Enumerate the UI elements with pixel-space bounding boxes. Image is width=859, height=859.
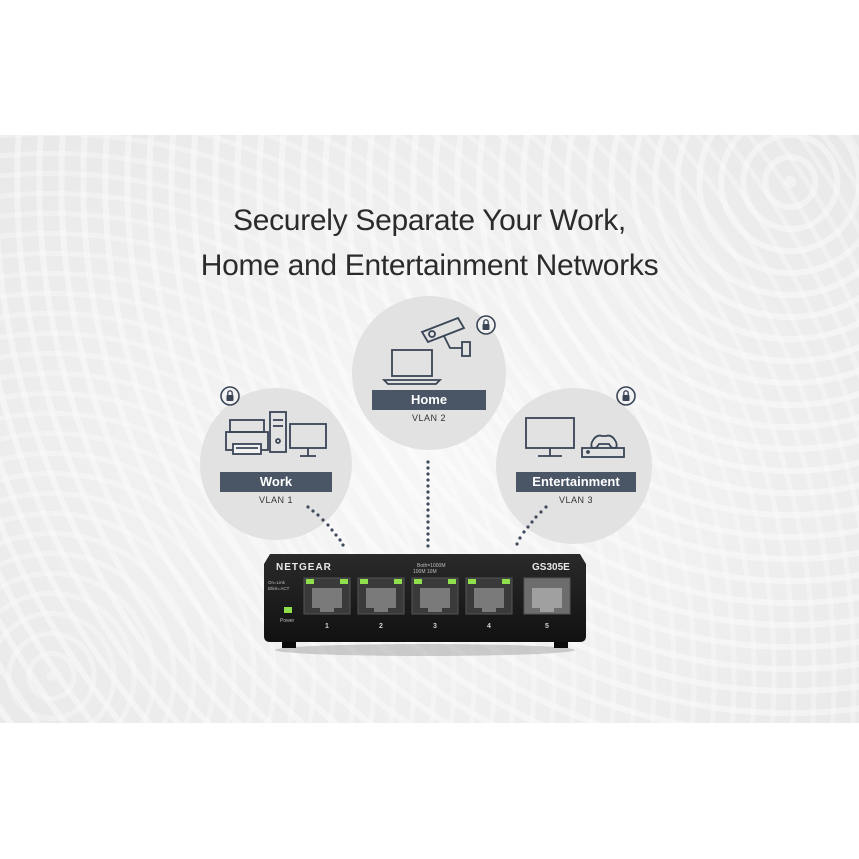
port-1[interactable]: 1: [303, 577, 351, 630]
lock-icon: [616, 386, 636, 406]
security-camera-icon: [420, 316, 471, 357]
home-icons: [381, 315, 496, 385]
led-legend-2: Blink=ACT: [268, 586, 290, 591]
work-icons: [220, 386, 327, 457]
laptop-icon: [381, 349, 443, 385]
work-network-bubble: [200, 388, 352, 540]
port-number-1: 1: [325, 623, 329, 630]
entertainment-icons: [525, 386, 636, 458]
lock-icon: [476, 315, 496, 335]
headline-line-2: Home and Entertainment Networks: [200, 249, 659, 282]
port-2[interactable]: 2: [357, 577, 405, 630]
port-3[interactable]: 3: [411, 577, 459, 630]
speed-legend-2: 100M 10M: [413, 569, 437, 575]
model-label: GS305E: [532, 562, 570, 573]
home-connector: [426, 460, 430, 548]
led-legend-1: On=Link: [268, 580, 286, 585]
netgear-switch: NETGEAR GS305E Both=1000M 100M 10M On=Li…: [264, 554, 586, 656]
home-vlan: VLAN 2: [411, 413, 447, 423]
tv-icon: [525, 417, 575, 457]
home-label: Home: [372, 390, 486, 410]
entertainment-label: Entertainment: [516, 472, 636, 492]
work-connector: [306, 505, 345, 547]
port-number-4: 4: [487, 623, 491, 630]
work-label: Work: [220, 472, 332, 492]
port-number-3: 3: [433, 623, 437, 630]
port-4[interactable]: 4: [465, 577, 513, 630]
brand-logo: NETGEAR: [276, 562, 332, 573]
entertainment-vlan: VLAN 3: [558, 495, 594, 505]
lock-icon: [220, 386, 240, 406]
port-5[interactable]: 5: [523, 577, 571, 630]
work-vlan: VLAN 1: [258, 495, 294, 505]
desktop-icon: [269, 411, 327, 457]
power-led: [284, 607, 292, 613]
headline: Securely Separate Your Work, Home and En…: [0, 198, 859, 288]
headline-line-1: Securely Separate Your Work,: [233, 204, 626, 237]
power-label: Power: [280, 618, 295, 624]
port-number-5: 5: [545, 623, 549, 630]
game-console-icon: [581, 434, 625, 458]
entertainment-connector: [515, 505, 548, 546]
printer-icon: [225, 419, 269, 455]
port-number-2: 2: [379, 623, 383, 630]
entertainment-network-bubble: [496, 388, 652, 544]
speed-legend-1: Both=1000M: [417, 563, 446, 569]
